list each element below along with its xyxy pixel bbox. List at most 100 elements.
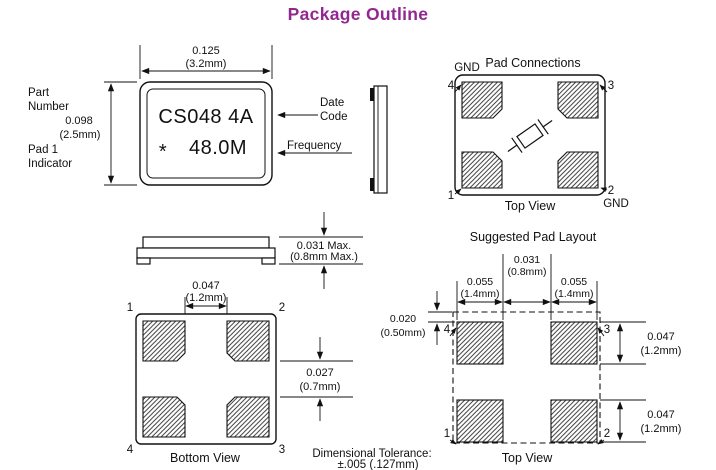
- dim-pad-width-right-mm: (1.4mm): [554, 288, 593, 300]
- dim-thickness-in: 0.031 Max.: [297, 240, 351, 252]
- pin-number-2: 2: [608, 185, 614, 197]
- pad-4-hatch: [461, 81, 503, 119]
- pad-2-hatch: [226, 320, 270, 362]
- marking-frequency: 48.0M: [189, 137, 247, 159]
- frequency-label: Frequency: [287, 140, 342, 152]
- top-dimensions: 0.031 (0.8mm) 0.055 (1.4mm) 0.055 (1.4mm…: [456, 254, 598, 320]
- pad1-indicator-label-line2: Indicator: [28, 158, 72, 170]
- dim-pad-height-bottom-mm: (1.2mm): [641, 423, 682, 435]
- dim-width-mm: (3.2mm): [186, 58, 227, 70]
- tolerance-line2: ±.005 (.127mm): [337, 459, 418, 470]
- dim-pad-width-right-in: 0.055: [561, 276, 587, 288]
- thickness-dimension: 0.031 Max. (0.8mm Max.): [279, 212, 363, 289]
- pin-leader-arrow: [600, 187, 608, 192]
- date-code-label-line2: Code: [320, 111, 348, 123]
- side-profile-view: 0.031 Max. (0.8mm Max.): [136, 212, 363, 289]
- pad-3-hatch: [226, 396, 270, 438]
- pad-layout-view: Suggested Pad Layout 0.031 (0.8mm) 0.055…: [381, 230, 682, 465]
- profile-foot-left: [136, 257, 151, 265]
- gnd-label-top: GND: [454, 62, 480, 74]
- marking-part-number: CS048 4A: [158, 106, 253, 128]
- height-dimension: 0.098 (2.5mm): [60, 81, 137, 186]
- crystal-body: [516, 123, 544, 149]
- gnd-label-bottom: GND: [603, 198, 629, 210]
- dim-height-mm: (2.5mm): [60, 129, 101, 141]
- profile-base: [136, 247, 276, 259]
- footer-tolerance-note: Dimensional Tolerance: ±.005 (.127mm): [312, 448, 431, 470]
- dim-pad-height-top-in: 0.047: [647, 331, 675, 343]
- pad-3-hatch: [557, 81, 599, 119]
- pin-number-2: 2: [604, 428, 610, 440]
- pin-number-1: 1: [127, 302, 133, 314]
- marking-pad1-star: *: [159, 141, 167, 163]
- page-title: Package Outline: [288, 4, 429, 24]
- profile-lid: [142, 236, 270, 249]
- dim-pad-gap-in: 0.047: [192, 280, 220, 292]
- crystal-symbol-icon: [507, 119, 553, 153]
- pad-4-hatch: [142, 396, 186, 438]
- dim-pad-height-bottom-in: 0.047: [647, 409, 675, 421]
- crystal-plate-left: [511, 137, 523, 153]
- pin-number-2: 2: [279, 302, 285, 314]
- side-pad-bottom: [370, 178, 374, 191]
- pad-gap-dimension: 0.047 (1.2mm): [184, 280, 228, 320]
- crystal-lead-left: [507, 144, 518, 152]
- width-dimension: 0.125 (3.2mm): [139, 45, 273, 79]
- pin-number-1: 1: [448, 190, 454, 202]
- dim-center-gap-in: 0.031: [514, 254, 540, 266]
- profile-foot-right: [261, 257, 276, 265]
- tolerance-line1: Dimensional Tolerance:: [312, 448, 431, 460]
- dim-row-gap-in: 0.027: [306, 367, 334, 379]
- pad1-indicator-label-line1: Pad 1: [28, 144, 58, 156]
- dim-width-in: 0.125: [192, 45, 220, 57]
- front-view: 0.125 (3.2mm) 0.098 (2.5mm) Part Number …: [28, 45, 352, 186]
- pad-layout-title: Suggested Pad Layout: [470, 230, 597, 244]
- date-code-label-line1: Date: [320, 97, 344, 109]
- dim-height-in: 0.098: [65, 115, 93, 127]
- dim-edge-offset-in: 0.020: [390, 313, 416, 325]
- part-number-label-line2: Number: [28, 101, 69, 113]
- row-gap-dimension: 0.027 (0.7mm): [280, 337, 353, 421]
- land-pad-2: [550, 399, 598, 443]
- pin-leader-arrow: [597, 327, 605, 337]
- pad-connections-title: Pad Connections: [485, 56, 580, 70]
- pin-number-4: 4: [127, 444, 134, 456]
- pin-number-3: 3: [608, 80, 614, 92]
- dim-center-gap-mm: (0.8mm): [507, 266, 546, 278]
- pin-number-4: 4: [444, 324, 451, 336]
- land-pad-3: [550, 321, 598, 365]
- pin-leader-arrow: [449, 327, 457, 337]
- dim-row-gap-mm: (0.7mm): [300, 381, 341, 393]
- pin-number-3: 3: [604, 324, 610, 336]
- side-pad-top: [370, 88, 374, 101]
- pad-layout-caption: Top View: [502, 451, 553, 465]
- bottom-view: 0.047 (1.2mm) 1 2 4 3 0.027 (0.7mm) Bott…: [127, 280, 353, 465]
- pad-connections-view: Pad Connections GND 4 3 1 2 GND Top View: [448, 56, 629, 213]
- pad-2-hatch: [557, 151, 599, 189]
- pin-leader-arrow: [599, 84, 608, 93]
- pin-number-3: 3: [279, 444, 285, 456]
- package-outline-dashed: [452, 311, 601, 444]
- land-pad-4: [456, 321, 504, 365]
- package-lid-outline: [146, 88, 266, 179]
- pad-1-hatch: [461, 151, 503, 189]
- bottom-view-caption: Bottom View: [170, 451, 241, 465]
- dim-pad-height-top-mm: (1.2mm): [641, 345, 682, 357]
- side-body: [373, 85, 388, 194]
- pad-height-dimensions: 0.047 (1.2mm) 0.047 (1.2mm): [600, 321, 682, 443]
- crystal-lead-right: [542, 120, 553, 128]
- pin-leader-arrow: [454, 84, 462, 93]
- dim-edge-offset-mm: (0.50mm): [381, 327, 426, 339]
- dim-pad-gap-mm: (1.2mm): [186, 292, 227, 304]
- pad-1-hatch: [142, 320, 186, 362]
- pad-connections-caption: Top View: [505, 199, 556, 213]
- pin-leader-arrow: [449, 439, 457, 445]
- dim-pad-width-left-in: 0.055: [467, 276, 493, 288]
- dim-thickness-mm: (0.8mm Max.): [290, 251, 358, 263]
- land-pad-1: [456, 399, 504, 443]
- edge-offset-dimension: 0.020 (0.50mm): [381, 291, 455, 345]
- part-number-label-line1: Part: [28, 87, 50, 99]
- dim-pad-width-left-mm: (1.4mm): [460, 288, 499, 300]
- pin-leader-arrow: [454, 188, 462, 195]
